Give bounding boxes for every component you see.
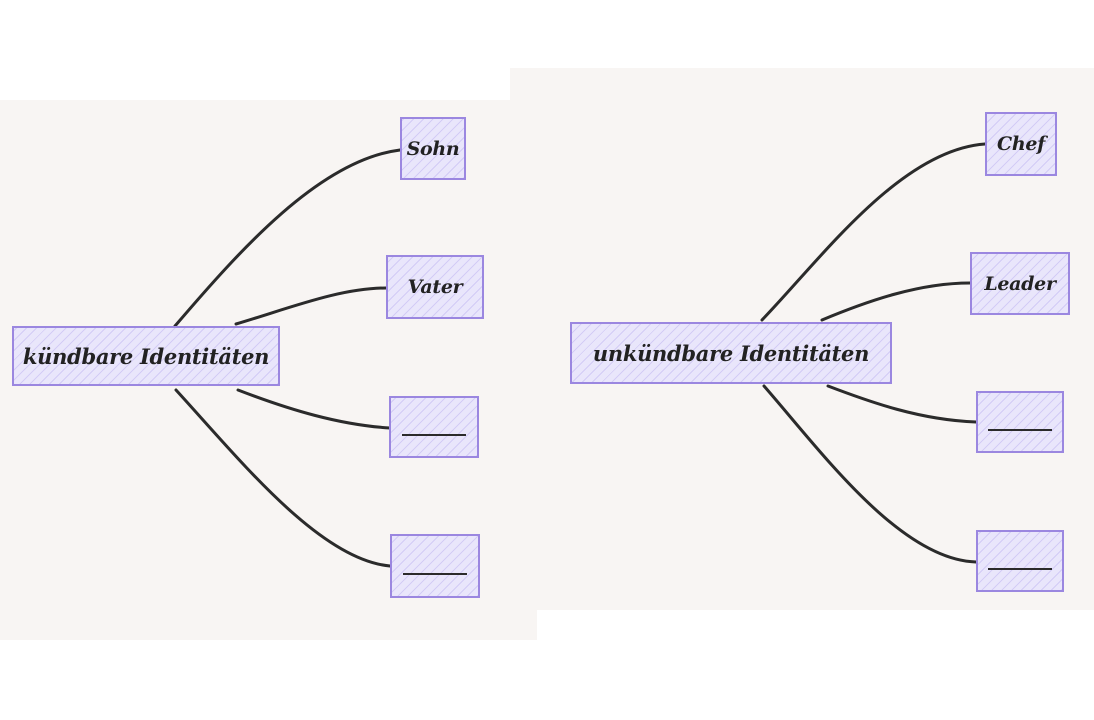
right-child-label: Leader — [984, 272, 1056, 295]
blank-line — [402, 434, 466, 436]
left-child-label: Sohn — [406, 137, 460, 160]
right-child-node-leader: Leader — [970, 252, 1070, 315]
right-child-node-chef: Chef — [985, 112, 1057, 176]
left-child-node-blank-1 — [389, 396, 479, 458]
left-root-node: kündbare Identitäten — [12, 326, 280, 386]
blank-line — [988, 429, 1052, 431]
blank-line — [988, 568, 1052, 570]
left-child-node-blank-2 — [390, 534, 480, 598]
left-child-node-sohn: Sohn — [400, 117, 466, 180]
left-root-label: kündbare Identitäten — [22, 343, 270, 369]
right-child-node-blank-2 — [976, 530, 1064, 592]
right-child-node-blank-1 — [976, 391, 1064, 453]
blank-line — [403, 573, 467, 575]
left-child-node-vater: Vater — [386, 255, 484, 319]
left-child-label: Vater — [407, 276, 463, 298]
right-child-label: Chef — [997, 133, 1045, 155]
right-root-node: unkündbare Identitäten — [570, 322, 892, 384]
right-root-label: unkündbare Identitäten — [592, 340, 870, 366]
